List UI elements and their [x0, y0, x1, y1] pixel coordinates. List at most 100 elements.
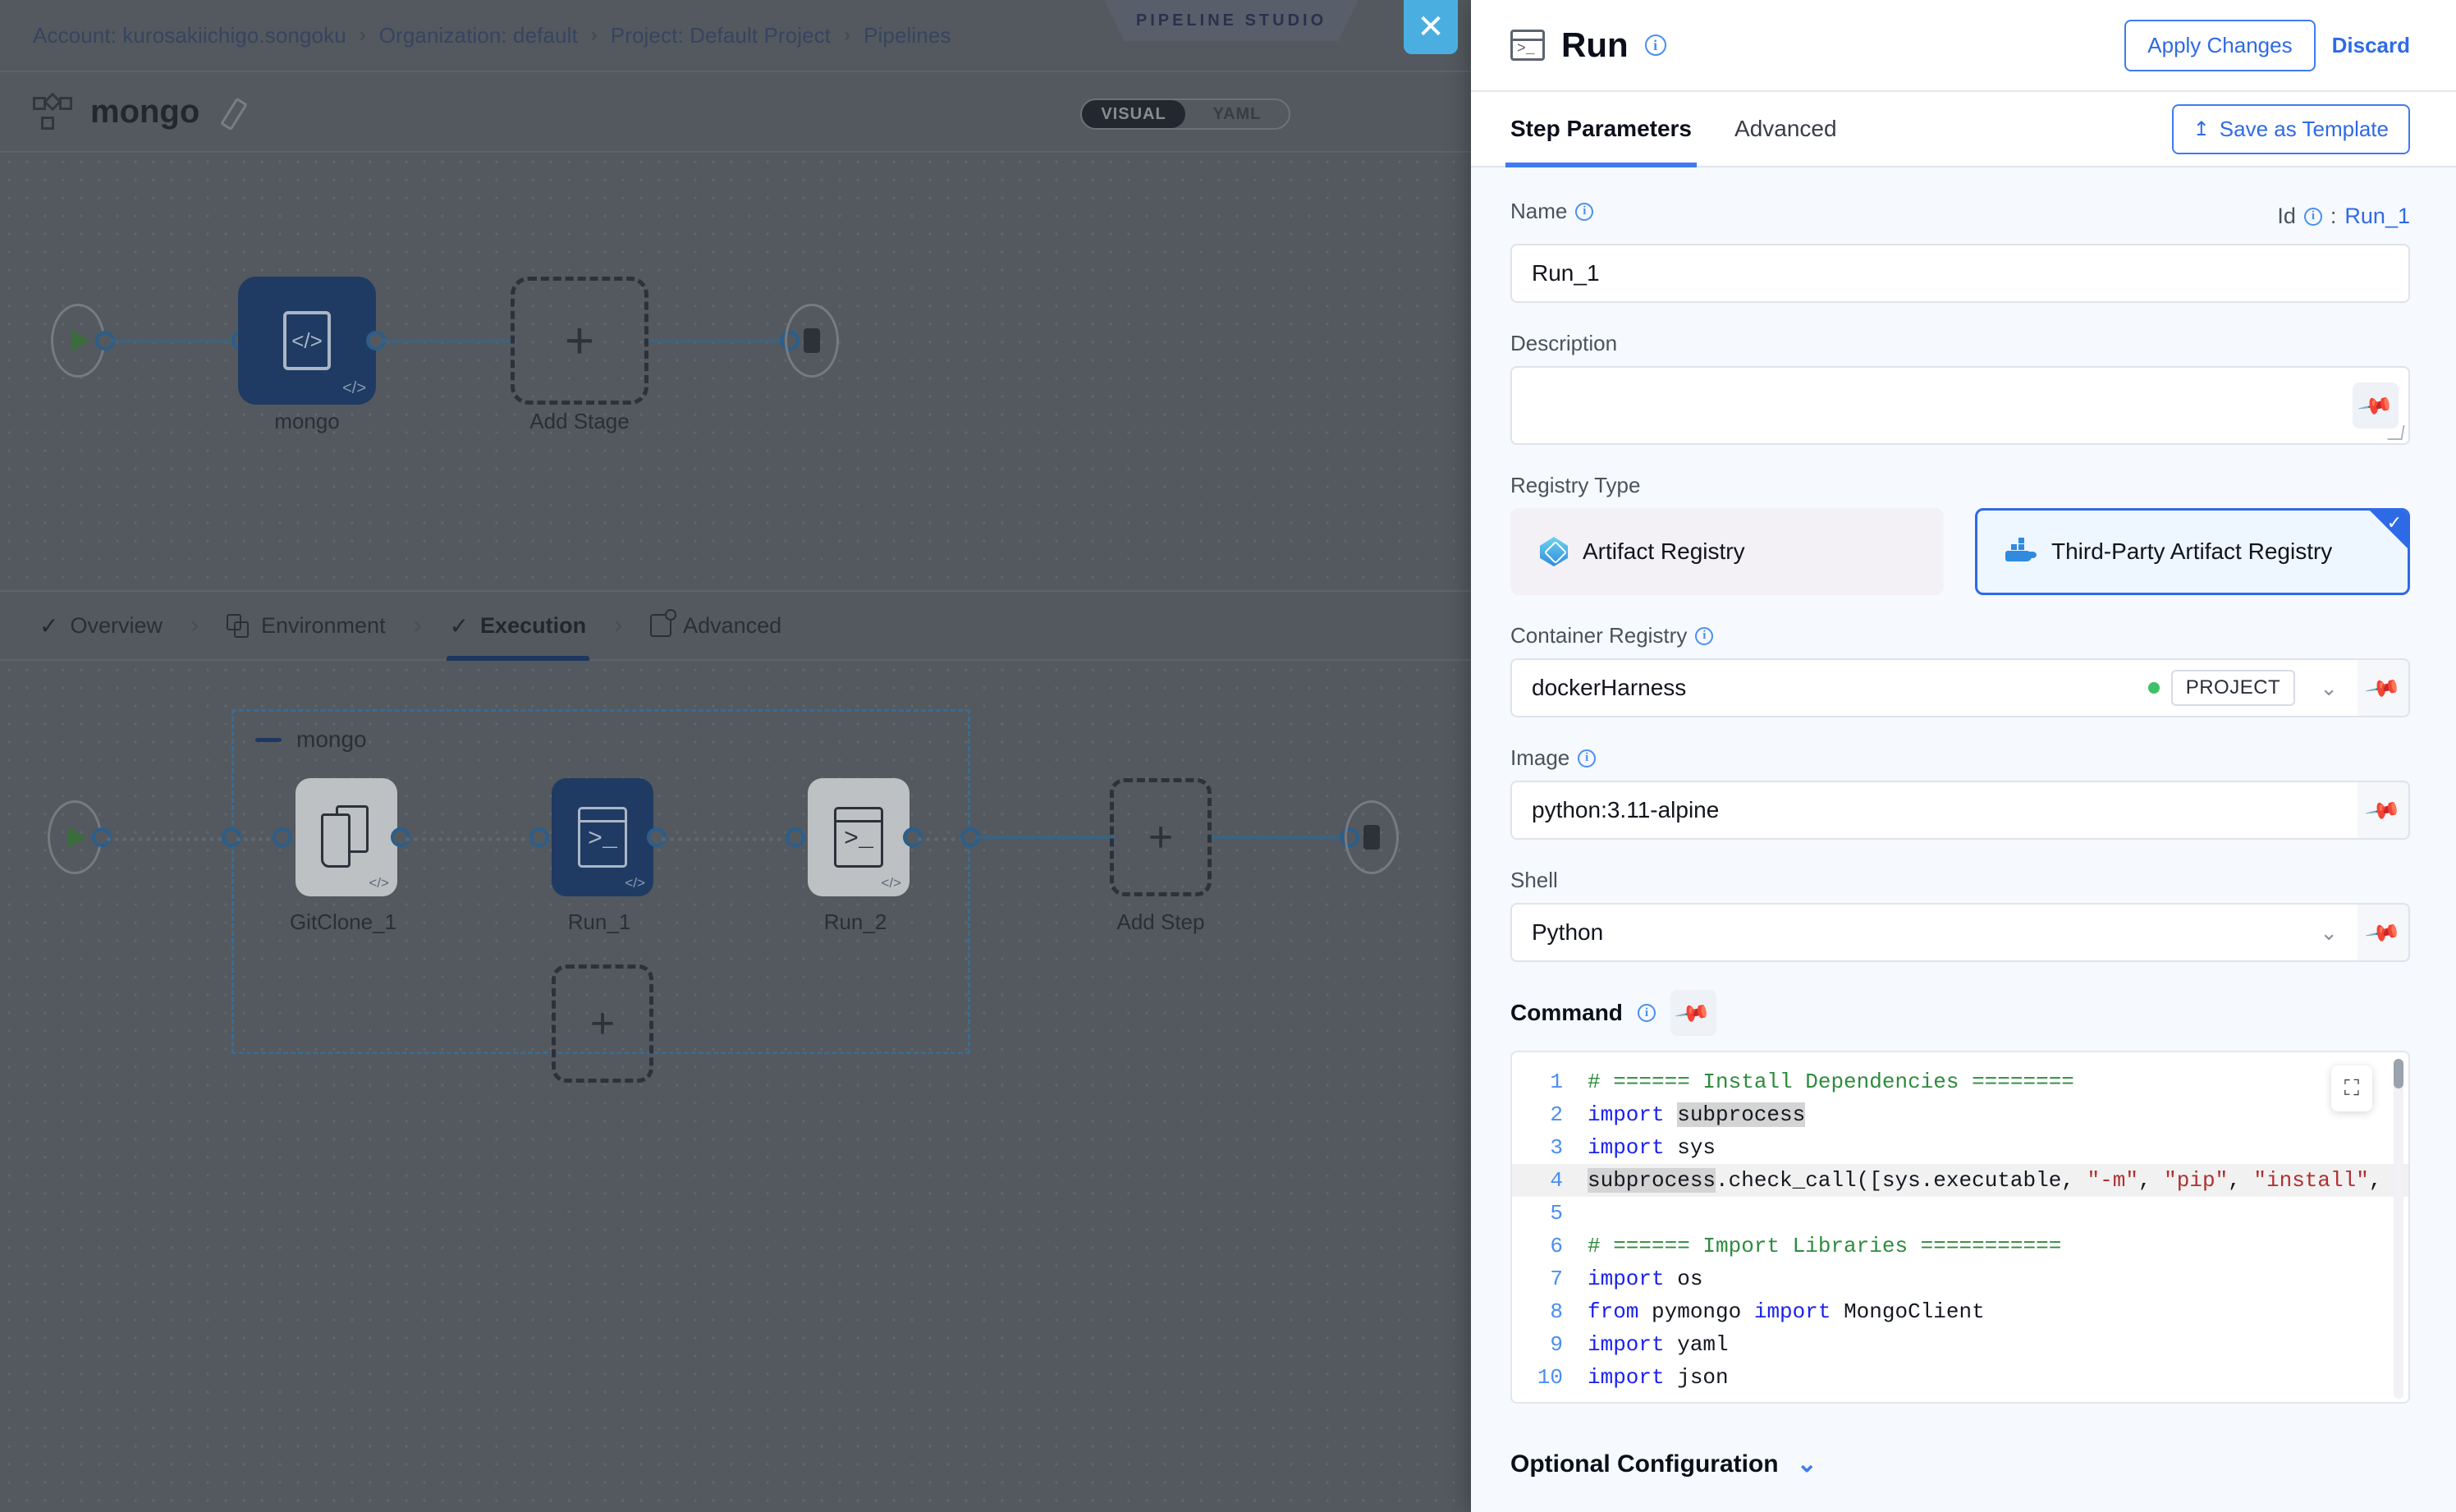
expand-editor-button[interactable]: ⛶: [2331, 1065, 2372, 1111]
step-node-gitclone-1[interactable]: </>: [296, 778, 397, 896]
execution-canvas[interactable]: [0, 661, 1471, 1512]
breadcrumb-pipelines[interactable]: Pipelines: [864, 22, 951, 48]
code-line[interactable]: 1# ====== Install Dependencies ========: [1512, 1065, 2408, 1098]
container-registry-pin-button[interactable]: 📌: [2357, 658, 2410, 717]
run2-in-port[interactable]: [786, 827, 805, 847]
name-field-group: Name i Id i : Run_1 Run_1: [1510, 199, 2410, 303]
edge-dotted-4: [662, 837, 790, 841]
tab-execution[interactable]: ✓ Execution: [446, 590, 589, 661]
container-registry-select[interactable]: dockerHarness PROJECT ⌄: [1510, 658, 2357, 717]
pipeline-studio: Account: kurosakiichigo.songoku › Organi…: [0, 0, 1471, 1512]
command-group: Command i 📌 1# ====== Install Dependenci…: [1510, 990, 2410, 1404]
code-token: ,: [2138, 1168, 2165, 1193]
tab-environment[interactable]: Environment: [227, 590, 386, 661]
chevron-right-icon: ›: [590, 24, 598, 46]
collapse-minus-icon[interactable]: [255, 737, 282, 742]
tab-overview[interactable]: ✓ Overview: [39, 590, 163, 661]
info-icon[interactable]: i: [2303, 207, 2322, 226]
step-group-mongo[interactable]: mongo: [231, 709, 970, 1054]
stage-canvas[interactable]: [0, 153, 1471, 590]
optional-configuration-toggle[interactable]: Optional Configuration ⌄: [1510, 1450, 2410, 1478]
chevron-down-icon[interactable]: ⌄: [1796, 1450, 1817, 1478]
stop-icon: [804, 328, 820, 353]
visual-yaml-toggle[interactable]: VISUAL YAML: [1080, 99, 1290, 130]
step-node-run-1[interactable]: </>: [552, 778, 653, 896]
shell-value: Python: [1532, 919, 1604, 945]
add-parallel-step-button[interactable]: +: [552, 964, 653, 1083]
tab-advanced[interactable]: Advanced: [650, 590, 781, 661]
image-pin-button[interactable]: 📌: [2357, 781, 2410, 840]
editor-scrollbar[interactable]: [2394, 1059, 2403, 1399]
pipeline-end-node[interactable]: [785, 304, 839, 378]
image-input[interactable]: python:3.11-alpine: [1510, 781, 2357, 840]
code-line-number: 4: [1550, 1168, 1563, 1193]
code-token: import: [1753, 1299, 1844, 1324]
toggle-visual[interactable]: VISUAL: [1082, 100, 1185, 128]
tab-step-parameters[interactable]: Step Parameters: [1505, 90, 1698, 167]
step-group-header[interactable]: mongo: [255, 726, 367, 753]
code-line[interactable]: 5: [1512, 1197, 2408, 1230]
shell-select[interactable]: Python ⌄: [1510, 903, 2357, 962]
pipeline-studio-badge: PIPELINE STUDIO: [1104, 0, 1359, 41]
step-node-run-2[interactable]: </>: [808, 778, 910, 896]
info-icon[interactable]: i: [1578, 749, 1597, 767]
tab-advanced[interactable]: Advanced: [1734, 116, 1837, 141]
code-line[interactable]: 6# ====== Import Libraries ===========: [1512, 1230, 2408, 1262]
execution-end-node[interactable]: [1345, 800, 1399, 874]
discard-button[interactable]: Discard: [2331, 32, 2410, 57]
info-icon[interactable]: i: [1575, 202, 1594, 221]
container-registry-value: dockerHarness: [1532, 675, 1687, 700]
gitclone-in-port[interactable]: [273, 827, 292, 847]
code-token: "-m": [2087, 1168, 2138, 1193]
shell-pin-button[interactable]: 📌: [2357, 903, 2410, 962]
code-token: [: [1869, 1168, 1882, 1193]
registry-option-third-party[interactable]: Third-Party Artifact Registry ✓: [1975, 508, 2410, 595]
breadcrumb-account[interactable]: Account: kurosakiichigo.songoku: [33, 22, 346, 48]
step-label-run-2: Run_2: [823, 909, 887, 934]
save-as-template-button[interactable]: ↥ Save as Template: [2171, 103, 2410, 154]
stage-node-mongo[interactable]: </> </>: [238, 277, 376, 405]
chevron-right-icon: ›: [844, 24, 851, 46]
breadcrumb-project[interactable]: Project: Default Project: [610, 22, 832, 48]
code-token: ,: [2228, 1168, 2254, 1193]
registry-option-artifact-registry[interactable]: Artifact Registry: [1510, 508, 1944, 595]
command-code-lines[interactable]: 1# ====== Install Dependencies ========2…: [1512, 1052, 2408, 1394]
close-panel-button[interactable]: ✕: [1404, 0, 1458, 54]
description-input-wrap: 📌: [1510, 366, 2410, 445]
apply-changes-button[interactable]: Apply Changes: [2124, 19, 2316, 71]
description-pin-button[interactable]: 📌: [2353, 383, 2399, 428]
pipeline-title-bar: mongo: [0, 72, 1471, 153]
advanced-icon: [650, 609, 677, 637]
code-line-number: 7: [1550, 1267, 1563, 1291]
add-stage-button[interactable]: +: [511, 277, 648, 405]
toggle-yaml[interactable]: YAML: [1212, 104, 1262, 123]
shell-input-group: Python ⌄ 📌: [1510, 903, 2410, 962]
code-line-number: 10: [1537, 1365, 1563, 1390]
description-textarea[interactable]: [1510, 366, 2410, 445]
docker-icon: [2005, 538, 2037, 563]
add-step-button[interactable]: +: [1110, 778, 1212, 896]
chevron-down-icon[interactable]: ⌄: [2320, 919, 2338, 945]
chevron-down-icon[interactable]: ⌄: [2320, 675, 2338, 700]
info-icon[interactable]: i: [1637, 1004, 1656, 1022]
info-icon[interactable]: i: [1644, 34, 1666, 56]
container-registry-input-group: dockerHarness PROJECT ⌄ 📌: [1510, 658, 2410, 717]
name-input[interactable]: Run_1: [1510, 244, 2410, 303]
breadcrumb-organization[interactable]: Organization: default: [378, 22, 578, 48]
command-code-editor[interactable]: 1# ====== Install Dependencies ========2…: [1510, 1051, 2410, 1404]
info-icon[interactable]: i: [1695, 626, 1714, 645]
git-clone-icon: [321, 805, 372, 869]
command-pin-button[interactable]: 📌: [1670, 990, 1716, 1036]
chevron-right-icon: ›: [359, 24, 366, 46]
run1-in-port[interactable]: [529, 827, 549, 847]
code-line-number: 9: [1550, 1332, 1563, 1357]
edit-pencil-icon[interactable]: [218, 98, 245, 126]
code-badge-icon: </>: [625, 875, 645, 891]
